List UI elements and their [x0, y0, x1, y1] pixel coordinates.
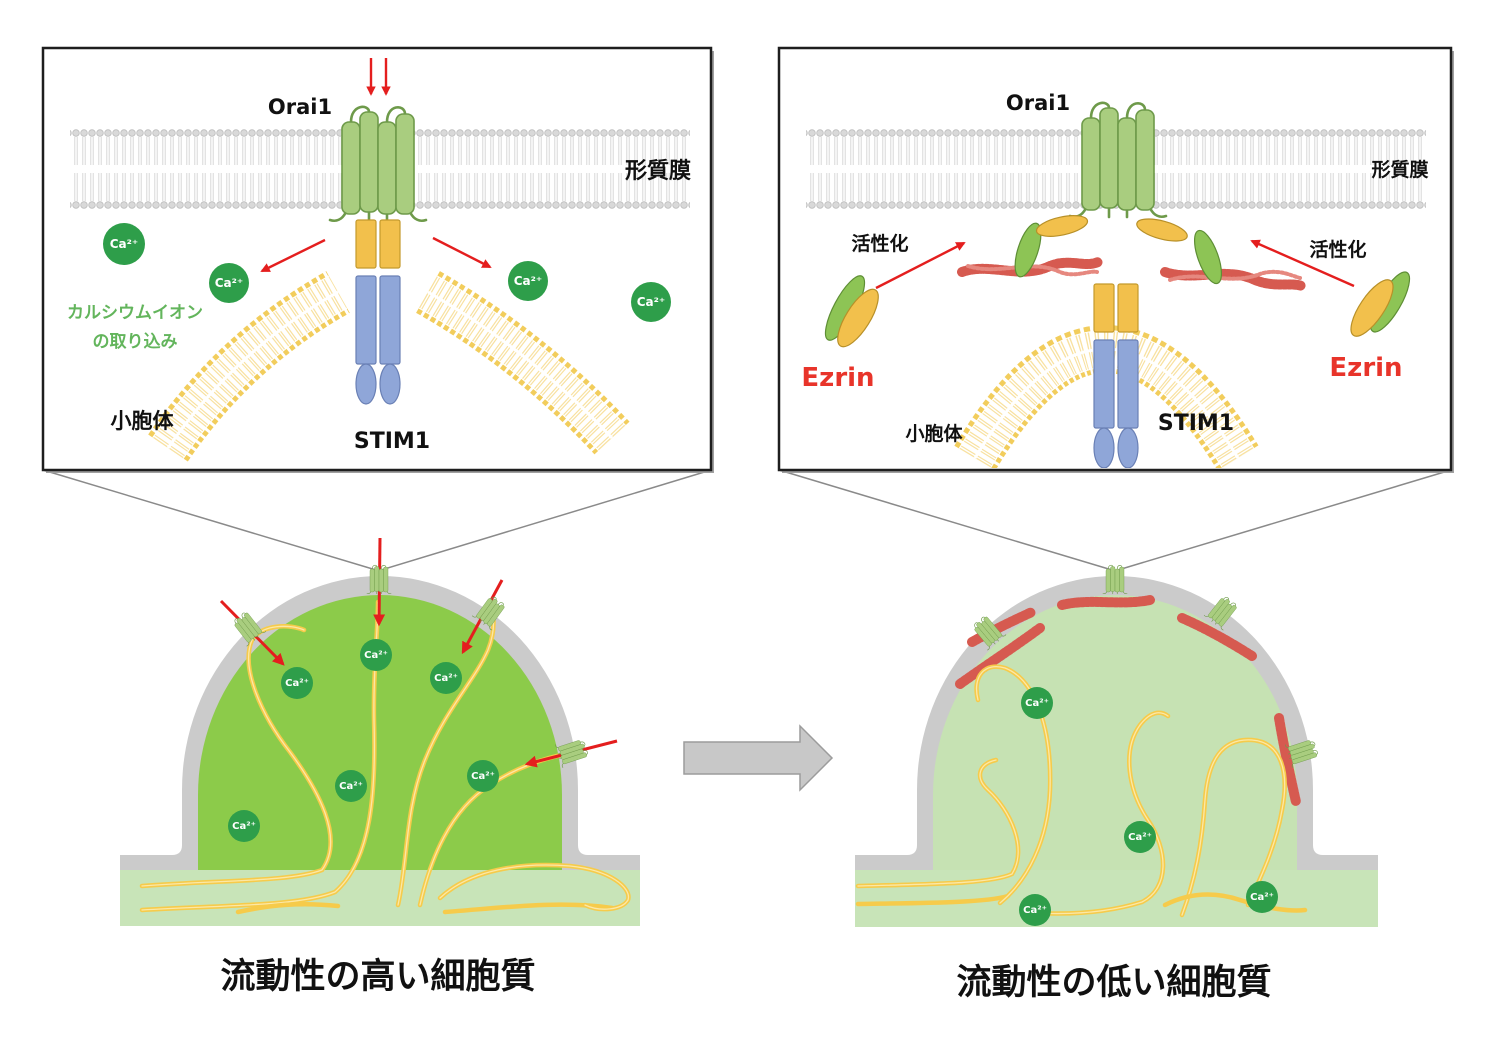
- plasma-membrane-label: 形質膜: [1371, 158, 1428, 181]
- calcium-ion: Ca²⁺: [1246, 881, 1278, 913]
- calcium-ion-label: Ca²⁺: [1025, 698, 1049, 709]
- calcium-ion-label: Ca²⁺: [232, 821, 256, 832]
- actin-filaments: [955, 595, 1301, 807]
- activation-label: 活性化: [1309, 238, 1366, 261]
- calcium-ion-label: Ca²⁺: [1250, 892, 1274, 903]
- influx-arrows: [260, 58, 492, 273]
- er-label: 小胞体: [111, 409, 175, 433]
- orai1-channel: [1068, 101, 1168, 219]
- connector-line: [1117, 469, 1452, 571]
- orai1-channel: [366, 564, 392, 595]
- influx-arrow: [260, 238, 326, 273]
- zoom-connectors: [42, 469, 1452, 571]
- connector-line: [380, 469, 712, 571]
- orai1-label: Orai1: [1006, 91, 1070, 115]
- bound-ezrin-left: [1014, 215, 1089, 278]
- orai1-channel: [328, 105, 428, 223]
- activation-arrow: [875, 241, 966, 290]
- ezrin-label: Ezrin: [1329, 353, 1402, 383]
- calcium-ion-label: Ca²⁺: [514, 274, 543, 288]
- calcium-ion: Ca²⁺: [508, 261, 548, 301]
- calcium-ion-label: Ca²⁺: [364, 650, 388, 661]
- er-label: 小胞体: [905, 422, 963, 445]
- calcium-ion-label: Ca²⁺: [110, 237, 139, 251]
- orai1-label: Orai1: [268, 95, 332, 119]
- calcium-ion-label: Ca²⁺: [215, 276, 244, 290]
- stim1-label: STIM1: [1158, 411, 1234, 436]
- plasma-membrane-label: 形質膜: [625, 159, 691, 184]
- calcium-ion-label: Ca²⁺: [471, 771, 495, 782]
- calcium-ion: Ca²⁺: [103, 223, 145, 265]
- calcium-ion: Ca²⁺: [467, 760, 499, 792]
- left-cell: Ca²⁺ Ca²⁺ Ca²⁺ Ca²⁺ Ca²⁺ Ca²⁺ 流動性の高い細胞質: [120, 537, 640, 997]
- activation-arrow: [1250, 239, 1355, 288]
- calcium-ion: Ca²⁺: [281, 667, 313, 699]
- right-cell: Ca²⁺ Ca²⁺ Ca²⁺ Ca²⁺ 流動性の低い細胞質: [855, 564, 1378, 1003]
- calcium-ion-label: Ca²⁺: [637, 295, 666, 309]
- calcium-ion: Ca²⁺: [360, 639, 392, 671]
- calcium-ion: Ca²⁺: [1019, 894, 1051, 926]
- free-ezrin-right: [1350, 271, 1411, 337]
- calcium-ion-label: Ca²⁺: [285, 678, 309, 689]
- ezrin-label: Ezrin: [801, 363, 874, 393]
- free-ezrin-left: [824, 275, 879, 348]
- calcium-ion: Ca²⁺: [1124, 821, 1156, 853]
- calcium-ion: Ca²⁺: [209, 263, 249, 303]
- connector-line: [778, 469, 1113, 571]
- left-inset: Ca²⁺ Ca²⁺ Ca²⁺ Ca²⁺ Orai1 形質膜 カルシウムイオン の…: [41, 46, 714, 473]
- calcium-ion: Ca²⁺: [228, 810, 260, 842]
- calcium-uptake-label-line2: の取り込み: [93, 332, 178, 352]
- calcium-uptake-label-line1: カルシウムイオン: [67, 303, 203, 323]
- left-caption: 流動性の高い細胞質: [220, 957, 535, 997]
- cell-base: [120, 870, 640, 926]
- calcium-ion-label: Ca²⁺: [1128, 832, 1152, 843]
- cell-base: [855, 870, 1378, 927]
- stim1-label: STIM1: [354, 429, 430, 454]
- calcium-ion-label: Ca²⁺: [1023, 905, 1047, 916]
- calcium-ion: Ca²⁺: [430, 662, 462, 694]
- calcium-ion-label: Ca²⁺: [339, 781, 363, 792]
- actin-filament: [1160, 267, 1307, 291]
- right-inset: Orai1 形質膜 活性化 活性化 Ezrin Ezrin 小胞体 STIM1: [777, 46, 1454, 473]
- microtubules: [139, 599, 631, 915]
- transition-arrow: [683, 724, 834, 792]
- influx-arrow: [432, 236, 492, 269]
- orai1-channel: [1102, 564, 1128, 595]
- connector-line: [42, 469, 377, 571]
- actin-filament: [957, 257, 1103, 277]
- bound-ezrin-right: [1136, 218, 1223, 285]
- calcium-ion: Ca²⁺: [335, 770, 367, 802]
- microtubules: [855, 664, 1308, 918]
- right-caption: 流動性の低い細胞質: [956, 963, 1271, 1003]
- calcium-ion: Ca²⁺: [631, 282, 671, 322]
- calcium-ion-label: Ca²⁺: [434, 673, 458, 684]
- activation-label: 活性化: [851, 232, 908, 255]
- calcium-ion: Ca²⁺: [1021, 687, 1053, 719]
